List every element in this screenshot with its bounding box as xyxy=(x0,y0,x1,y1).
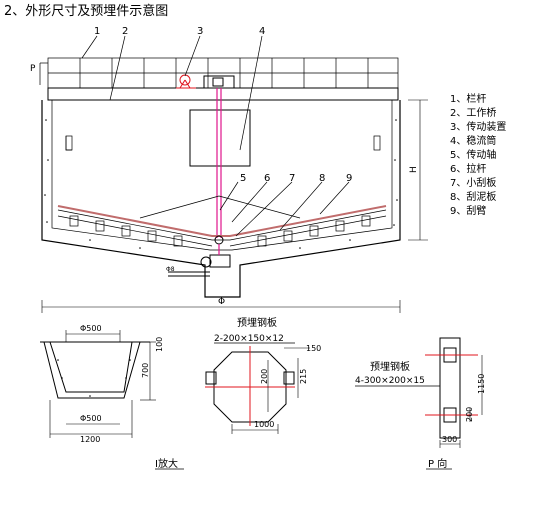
tank-inner-wall xyxy=(51,100,393,251)
detail-I-top-dia: Φ500 xyxy=(80,324,102,333)
p-dim-300: 300 xyxy=(442,435,457,444)
detail-embedded-plate: 预埋钢板 2-200×150×12 150 200 215 1000 xyxy=(205,316,321,434)
plate-spec: 2-200×150×12 xyxy=(214,334,284,344)
p-plate-title: 预埋钢板 xyxy=(370,360,410,373)
legend-item-2: 2、工作桥 xyxy=(450,107,496,119)
detail-I-bottom-dia: Φ500 xyxy=(80,414,102,423)
tank-section: Φ8 1 2 3 4 5 6 7 8 9 P xyxy=(30,26,428,313)
rake-arms xyxy=(57,205,387,247)
callout-1: 1 xyxy=(94,26,100,37)
working-bridge xyxy=(47,87,399,101)
p-view-column xyxy=(439,337,461,439)
callout-leaders xyxy=(81,35,350,237)
p-dim-1150: 1150 xyxy=(477,374,486,394)
drive-shaft xyxy=(216,88,222,238)
small-scraper xyxy=(200,235,231,268)
callout-2: 2 xyxy=(122,26,128,37)
scraper-blades xyxy=(69,215,371,247)
plate-title: 预埋钢板 xyxy=(237,316,277,329)
detail-I-caption: I放大 xyxy=(155,457,178,470)
drawing-title: 2、外形尺寸及预埋件示意图 xyxy=(4,3,168,19)
legend-item-4: 4、稳流筒 xyxy=(450,134,496,147)
legend-item-7: 7、小刮板 xyxy=(450,176,496,189)
h-label: H xyxy=(409,166,419,173)
diameter-label: Φ xyxy=(218,297,225,307)
plate-dim-215: 215 xyxy=(299,369,308,384)
drive-unit xyxy=(176,74,235,89)
legend-item-3: 3、传动装置 xyxy=(450,120,506,133)
legend-item-9: 9、刮臂 xyxy=(450,204,486,217)
plate-left-block xyxy=(205,371,217,385)
p-view-caption: P 向 xyxy=(428,457,447,470)
callout-6: 6 xyxy=(264,173,270,184)
legend-item-8: 8、刮泥板 xyxy=(450,190,496,203)
callout-3: 3 xyxy=(197,26,203,37)
detail-I-width: 1200 xyxy=(80,435,100,444)
concrete-hatch xyxy=(44,119,398,249)
detail-I-height-100: 100 xyxy=(155,337,164,352)
plate-dim-1000: 1000 xyxy=(254,420,274,429)
tank-wall xyxy=(41,100,401,298)
callout-numbers: 1 2 3 4 5 6 7 8 9 xyxy=(94,26,352,184)
callout-5: 5 xyxy=(240,173,246,184)
plate-octagon xyxy=(213,351,287,423)
plate-dim-150: 150 xyxy=(306,344,321,353)
detail-I-height-700: 700 xyxy=(141,363,150,378)
left-bracket xyxy=(65,136,72,151)
legend: 1、栏杆 2、工作桥 3、传动装置 4、稳流筒 5、传动轴 6、拉杆 7、小刮板… xyxy=(450,92,506,217)
p-dim-200: 200 xyxy=(465,407,474,422)
legend-item-1: 1、栏杆 xyxy=(450,92,486,105)
legend-item-6: 6、拉杆 xyxy=(450,162,486,175)
callout-4: 4 xyxy=(259,26,265,37)
settling-cylinder xyxy=(189,109,251,167)
p-marker-label: P xyxy=(30,64,36,74)
tie-rods xyxy=(139,195,301,219)
pipe-dia-label: Φ8 xyxy=(166,266,175,273)
p-plate-spec: 4-300×200×15 xyxy=(355,376,425,386)
plate-dim-200: 200 xyxy=(260,369,269,384)
plate-right-block xyxy=(283,371,295,385)
callout-8: 8 xyxy=(319,173,325,184)
callout-9: 9 xyxy=(346,173,352,184)
detail-p-view: 预埋钢板 4-300×200×15 1150 200 300 P 向 xyxy=(355,337,486,470)
legend-item-5: 5、传动轴 xyxy=(450,148,496,161)
callout-7: 7 xyxy=(289,173,295,184)
right-bracket xyxy=(373,135,381,151)
detail-I: Φ500 Φ500 1200 100 700 I放大 xyxy=(40,324,184,470)
